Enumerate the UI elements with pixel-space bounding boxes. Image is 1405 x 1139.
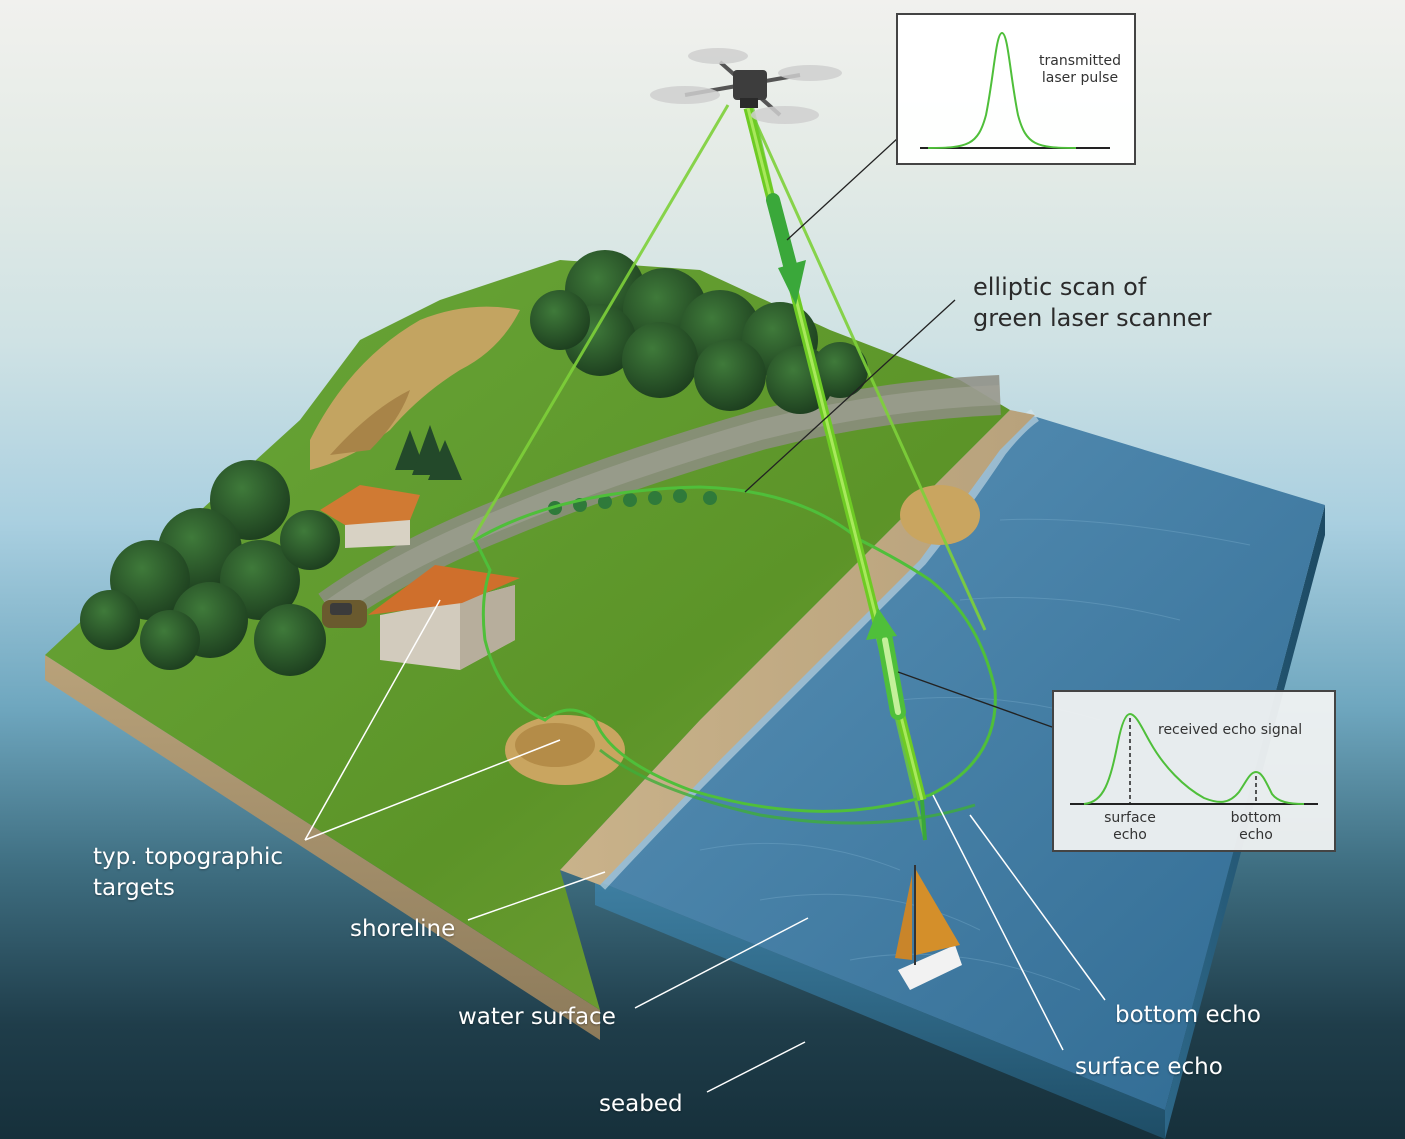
bottom-echo-label: bottom echo [1115,1002,1261,1028]
sailboat [895,865,962,990]
leader-lines-dark [744,137,1053,728]
up-arrow [866,608,906,720]
bottom-echo-sublabel: bottom echo [1230,810,1282,843]
block-left-side [45,655,600,1040]
transmitted-pulse-graph [920,31,1110,149]
transmitted-pulse-curve [927,31,1077,149]
elliptic-scan-label: elliptic scan of green laser scanner [973,273,1212,332]
block-water-front [595,880,1165,1139]
drone [650,48,842,124]
car [322,600,367,628]
forest-left [80,460,340,676]
down-arrow [766,193,806,305]
scan-cone-left-edge [470,104,730,541]
house-small [320,485,420,548]
water-surface-label: water surface [458,1004,616,1030]
forest-top [530,250,868,414]
conifers [395,425,462,480]
shoreline-label: shoreline [350,916,456,942]
topographic-targets-label: typ. topographic targets [93,844,283,901]
received-echo-title: received echo signal [1158,722,1303,738]
rock-outcrop-shore [900,485,980,545]
received-echo-callout: received echo signal surface echo bottom… [1052,690,1336,852]
seabed-label: seabed [599,1091,683,1117]
house-large [368,565,520,670]
surface-echo-label: surface echo [1075,1054,1223,1080]
elliptic-scan-path [473,485,997,813]
leader-lines-white [304,599,1106,1093]
transmitted-pulse-label: transmitted laser pulse [1039,53,1121,86]
water-surface-area [595,415,1325,1110]
transmitted-pulse-callout: transmitted laser pulse [896,13,1136,165]
received-echo-graph [1070,712,1318,805]
scan-cone-right-edge [746,104,987,631]
received-echo-curve [1083,712,1305,805]
surface-echo-sublabel: surface echo [1104,810,1156,843]
